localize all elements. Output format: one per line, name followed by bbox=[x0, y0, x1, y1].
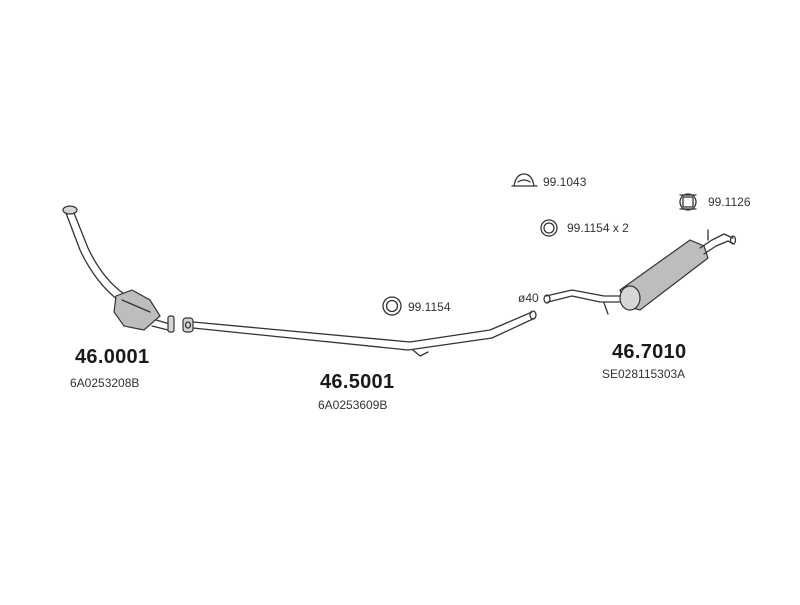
ring-single-label: 99.1154 bbox=[408, 300, 451, 314]
part-number-front-pipe: 46.0001 bbox=[75, 346, 150, 368]
oem-number-middle-pipe: 6A0253609B bbox=[318, 398, 388, 412]
clamp-99-1043 bbox=[511, 173, 538, 187]
front-pipe-catalyst bbox=[62, 205, 175, 333]
hanger-label: 99.1126 bbox=[708, 195, 751, 209]
oem-number-front-pipe: 6A0253208B bbox=[70, 376, 140, 390]
ring-pair-label: 99.1154 x 2 bbox=[567, 221, 629, 235]
hanger-99-1126 bbox=[679, 193, 697, 211]
part-number-rear-muffler: 46.7010 bbox=[612, 341, 687, 363]
oem-number-rear-muffler: SE028115303A bbox=[602, 367, 686, 381]
ring-99-1154-x2 bbox=[540, 219, 558, 237]
pipe-diameter-label: ø40 bbox=[518, 291, 539, 305]
clamp-label: 99.1043 bbox=[543, 175, 587, 189]
part-number-middle-pipe: 46.5001 bbox=[320, 371, 395, 393]
middle-pipe bbox=[182, 310, 537, 357]
rear-muffler-assembly bbox=[543, 229, 737, 315]
ring-99-1154 bbox=[382, 296, 402, 316]
